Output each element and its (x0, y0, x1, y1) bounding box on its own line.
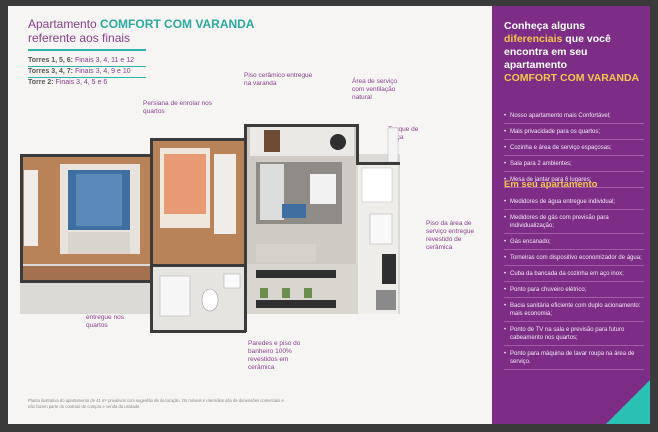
section-title: Em seu apartamento (504, 179, 598, 190)
callout-piso-area-servico: Piso da área de serviço entregue revesti… (426, 220, 475, 251)
list-item: Nosso apartamento mais Confortável; (504, 108, 644, 124)
title-sub: referente aos finais (28, 31, 131, 45)
apartment-features-list: Medidores de água entregue individual; M… (504, 194, 644, 370)
kitchen (358, 127, 399, 314)
list-item: Cozinha e área de serviço espaçosas; (504, 140, 644, 156)
corner-accent (602, 376, 650, 424)
list-item: Bacia sanitária eficiente com duplo acio… (504, 298, 644, 322)
dining-area (246, 264, 358, 314)
list-item: Ponto para chuveiro elétrico; (504, 282, 644, 298)
title-prefix: Apartamento (28, 17, 101, 31)
tower-row: Torre 2: Finais 3, 4, 5 e 6 (28, 79, 108, 86)
list-item: Medidores de água entregue individual; (504, 194, 644, 210)
footnote: Planta ilustrativa do apartamento de 41 … (28, 398, 284, 409)
callout-area-servico: Área de serviço com ventilação natural (352, 78, 398, 101)
bathroom (152, 266, 244, 332)
floorplan-panel: Apartamento COMFORT COM VARANDA referent… (8, 6, 492, 424)
list-item: Medidores de gás com previsão para indiv… (504, 210, 644, 234)
tower-row: Torres 1, 5, 6: Finais 3, 4, 11 e 12 (28, 56, 146, 67)
page-title: Apartamento COMFORT COM VARANDA referent… (28, 17, 254, 45)
tower-row: Torres 3, 4, 7: Finais 3, 4, 9 e 10 (28, 67, 146, 78)
list-item: Sala para 2 ambientes; (504, 156, 644, 172)
living-room (246, 124, 356, 264)
list-item: Mais privacidade para os quartos; (504, 124, 644, 140)
brochure-page: Apartamento COMFORT COM VARANDA referent… (8, 6, 650, 424)
list-item: Cuba da bancada da cozinha em aço inox; (504, 266, 644, 282)
callout-piso-varanda: Piso cerâmico entregue na varanda (244, 72, 313, 87)
callout-banheiro: Paredes e piso do banheiro 100% revestid… (248, 340, 301, 371)
floor-plan-drawing (20, 124, 400, 333)
list-item: Torneiras com dispositivo economizador d… (504, 250, 644, 266)
callout-persiana: Persiana de enrolar nos quartos (143, 100, 213, 115)
title-model: COMFORT COM VARANDA (100, 17, 255, 31)
bedroom-2 (152, 140, 244, 264)
towers-list: Torres 1, 5, 6: Finais 3, 4, 11 e 12 Tor… (28, 56, 146, 88)
list-item: Mesa de jantar para 6 lugares; (504, 172, 644, 188)
list-item: Ponto de TV na sala e previsão para futu… (504, 322, 644, 346)
floor-plan (20, 124, 400, 334)
bedroom-1 (22, 156, 150, 264)
features-list: Nosso apartamento mais Confortável; Mais… (504, 108, 644, 188)
title-rule (28, 49, 146, 51)
heading-highlight: diferenciais (504, 33, 563, 45)
features-panel: Conheça alguns diferenciais que você enc… (492, 6, 650, 424)
features-heading: Conheça alguns diferenciais que você enc… (504, 20, 640, 84)
list-item: Ponto para máquina de lavar roupa na áre… (504, 346, 644, 370)
heading-model: COMFORT COM VARANDA (504, 72, 640, 84)
list-item: Gás encanado; (504, 234, 644, 250)
